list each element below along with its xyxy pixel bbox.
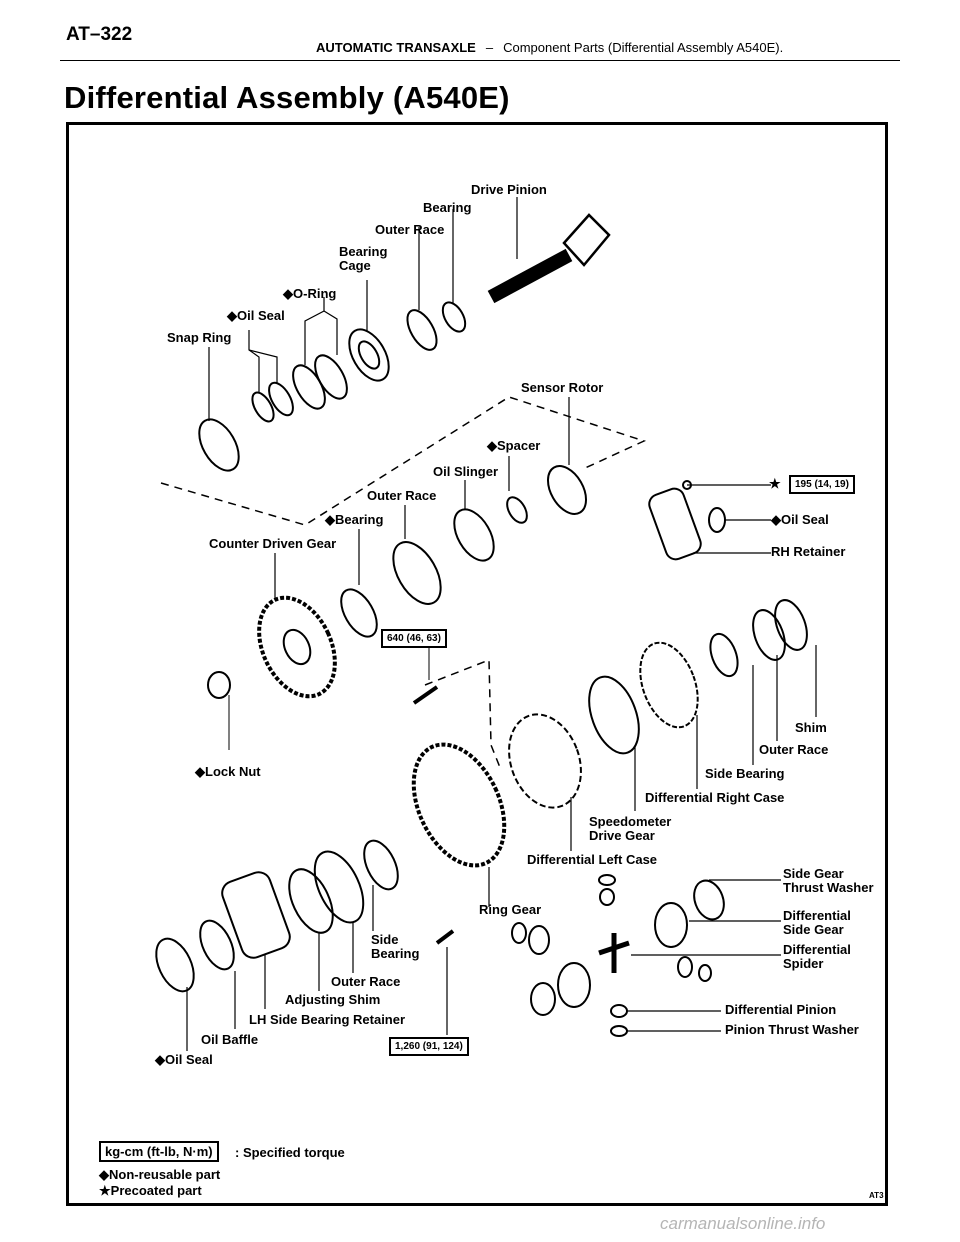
lh-retainer-part xyxy=(221,871,291,959)
pinion-thrust-washer-part-3 xyxy=(610,1025,628,1037)
label-differential-pinion: Differential Pinion xyxy=(725,1002,837,1017)
label-oil-seal-rh: Oil Seal xyxy=(771,513,829,527)
sensor-rotor-part xyxy=(547,465,587,515)
o-ring-part-1 xyxy=(314,354,348,400)
side-bearing-left-part xyxy=(363,839,399,891)
label-side-bearing-right: Side Bearing xyxy=(705,766,785,781)
page-number: AT–322 xyxy=(66,24,133,45)
exploded-diagram: Drive Pinion Bearing Outer Race Bearing … xyxy=(66,122,888,1206)
legend-torque-unit: kg-cm (ft-lb, N·m) xyxy=(99,1141,219,1162)
label-sensor-rotor: Sensor Rotor xyxy=(521,380,604,395)
subsection-title: Component Parts (Differential Assembly A… xyxy=(503,40,784,55)
label-counter-driven-gear: Counter Driven Gear xyxy=(209,536,337,551)
label-outer-race-top: Outer Race xyxy=(375,222,445,237)
legend-precoated: Precoated part xyxy=(99,1183,202,1199)
differential-spider-part xyxy=(598,933,630,973)
label-lock-nut: Lock Nut xyxy=(195,765,261,779)
spacer-part xyxy=(506,496,528,524)
running-header: AUTOMATIC TRANSAXLE–Component Parts (Dif… xyxy=(316,40,783,55)
watermark: carmanualsonline.info xyxy=(660,1214,826,1233)
ring-gear-bolt-part xyxy=(412,685,439,705)
legend-non-reusable: Non-reusable part xyxy=(99,1167,220,1183)
lock-nut-part xyxy=(207,671,231,699)
rh-retainer-part xyxy=(648,487,702,561)
oil-seal-bottom-part xyxy=(155,937,195,993)
ring-gear-part xyxy=(411,742,507,868)
label-lh-side-bearing-retainer: LH Side Bearing Retainer xyxy=(249,1012,406,1027)
label-o-ring: O-Ring xyxy=(283,287,336,301)
alignment-dash-top xyxy=(160,396,647,526)
o-ring-part-2 xyxy=(292,364,326,410)
label-rh-retainer: RH Retainer xyxy=(771,544,846,559)
label-side-bearing-left: Side Bearing xyxy=(371,932,420,961)
label-outer-race-right: Outer Race xyxy=(759,742,829,757)
side-bearing-right-part xyxy=(709,632,739,678)
drive-pinion-shaft xyxy=(487,248,573,304)
differential-left-case-part xyxy=(508,713,582,809)
section-title: AUTOMATIC TRANSAXLE xyxy=(316,40,476,55)
lh-retainer-bolt-part xyxy=(435,929,455,945)
differential-pinion-part-3 xyxy=(610,1004,628,1018)
torque-rh-retainer: 195 (14, 19) xyxy=(789,475,855,494)
label-snap-ring: Snap Ring xyxy=(167,330,232,345)
label-differential-spider: Differential Spider xyxy=(783,942,851,971)
page-title: Differential Assembly (A540E) xyxy=(64,80,510,115)
label-speedometer-drive-gear: Speedometer Drive Gear xyxy=(589,814,672,843)
label-outer-race-left: Outer Race xyxy=(331,974,401,989)
label-bearing-mid: Bearing xyxy=(325,513,383,527)
label-drive-pinion: Drive Pinion xyxy=(471,182,547,197)
counter-driven-gear-part xyxy=(257,595,337,699)
label-bearing-cage: Bearing Cage xyxy=(339,244,388,273)
torque-ring-gear: 640 (46, 63) xyxy=(381,629,447,648)
label-differential-right-case: Differential Right Case xyxy=(645,790,785,805)
label-outer-race-mid: Outer Race xyxy=(367,488,437,503)
header-separator: – xyxy=(485,40,494,55)
label-oil-seal-bottom: Oil Seal xyxy=(155,1053,213,1067)
drive-pinion-gear xyxy=(562,213,611,267)
diagram-drawing xyxy=(155,197,817,1051)
oil-seal-top-part xyxy=(268,381,294,417)
alignment-dash-bottom xyxy=(424,658,502,771)
differential-right-case-part xyxy=(639,641,699,729)
snap-ring-part xyxy=(198,418,240,472)
label-shim: Shim xyxy=(795,720,827,735)
oil-slinger-part xyxy=(453,508,495,562)
differential-pinion-part-1 xyxy=(599,888,615,906)
label-differential-side-gear: Differential Side Gear xyxy=(783,908,851,937)
label-adjusting-shim: Adjusting Shim xyxy=(285,992,381,1007)
differential-pinion-part-2 xyxy=(528,925,550,955)
side-gear-left-part xyxy=(557,962,591,1008)
outer-race-left-part xyxy=(313,850,365,924)
shim-part xyxy=(774,599,808,651)
thrust-washer-left-part xyxy=(530,982,556,1016)
label-oil-baffle: Oil Baffle xyxy=(201,1032,259,1047)
pinion-thrust-washer-part-2 xyxy=(511,922,527,944)
speedometer-drive-gear-part xyxy=(588,675,640,755)
adjusting-shim-part xyxy=(288,868,334,934)
label-bearing-top: Bearing xyxy=(423,200,472,215)
outer-race-top-part xyxy=(406,309,438,351)
label-oil-seal-top: Oil Seal xyxy=(227,309,285,323)
side-gear-thrust-washer-part xyxy=(693,879,725,921)
pinion-thrust-washer-part-1 xyxy=(598,874,616,886)
label-star-rh xyxy=(769,477,781,491)
bearing-top-part xyxy=(441,301,467,333)
oil-baffle-part xyxy=(199,919,235,971)
label-side-gear-thrust-washer: Side Gear Thrust Washer xyxy=(783,866,874,895)
label-oil-slinger: Oil Slinger xyxy=(433,464,499,479)
oil-seal-rh-part xyxy=(708,507,726,533)
header-rule xyxy=(60,60,900,61)
outer-race-mid-part xyxy=(392,541,442,605)
label-differential-left-case: Differential Left Case xyxy=(527,852,658,867)
bearing-cage-part xyxy=(348,328,390,382)
label-spacer: Spacer xyxy=(487,439,540,453)
figure-code: AT3 xyxy=(869,1191,884,1200)
torque-lh-retainer: 1,260 (91, 124) xyxy=(389,1037,469,1056)
legend-torque-text: : Specified torque xyxy=(235,1145,345,1160)
differential-side-gear-part xyxy=(654,902,688,948)
label-pinion-thrust-washer: Pinion Thrust Washer xyxy=(725,1022,859,1037)
bearing-mid-part xyxy=(340,588,378,638)
label-ring-gear: Ring Gear xyxy=(479,902,542,917)
outer-race-right-part xyxy=(752,609,786,661)
